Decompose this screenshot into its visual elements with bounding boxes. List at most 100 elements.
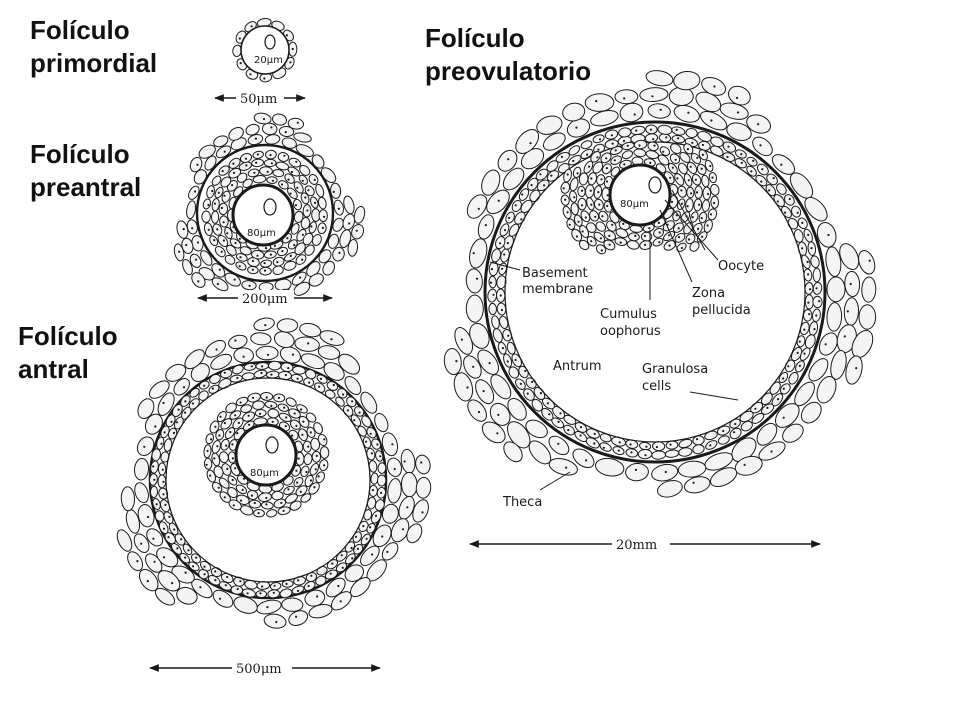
cell-nucleus	[364, 440, 368, 443]
cell-nucleus	[623, 97, 626, 100]
cell-nucleus	[598, 203, 601, 206]
cumulus-cell	[693, 198, 703, 212]
cell	[511, 199, 522, 213]
cell	[284, 173, 295, 184]
cell-nucleus	[622, 222, 625, 225]
theca-cell	[228, 126, 244, 141]
cell-nucleus	[687, 238, 691, 241]
cell-nucleus	[593, 432, 596, 435]
cell-nucleus	[585, 459, 588, 462]
cell-nucleus	[668, 234, 671, 237]
theca-cell	[700, 111, 728, 131]
theca-cell	[386, 457, 402, 478]
cell-nucleus	[191, 227, 194, 230]
cell	[157, 474, 167, 489]
title-preovulatory-line1: Folículo	[425, 23, 525, 53]
cell	[251, 158, 265, 168]
cell-nucleus	[782, 387, 785, 390]
cell	[221, 190, 231, 203]
cell	[228, 157, 241, 169]
cell-nucleus	[353, 419, 356, 422]
theca-cell	[182, 259, 193, 276]
cell-nucleus	[370, 452, 373, 455]
theca-cell	[189, 156, 203, 173]
cell-nucleus	[251, 268, 254, 271]
cell-nucleus	[269, 153, 272, 157]
theca-cell	[826, 276, 846, 303]
cell	[154, 510, 165, 522]
cell-nucleus	[307, 584, 310, 588]
leader-lines	[489, 189, 739, 491]
cell-nucleus	[644, 454, 647, 457]
cell-nucleus	[658, 241, 661, 244]
cell	[487, 288, 498, 303]
cell-nucleus	[575, 235, 579, 238]
cell-nucleus	[187, 549, 190, 552]
cell-nucleus	[590, 177, 593, 180]
primordial-oocyte	[240, 25, 290, 75]
cell	[685, 127, 698, 139]
cell-nucleus	[846, 310, 849, 313]
cell-nucleus	[304, 196, 307, 199]
theca-cell	[625, 462, 649, 482]
cumulus-cell	[313, 422, 323, 435]
theca-cell	[481, 421, 506, 444]
cumulus-cell	[689, 241, 700, 252]
theca-cell	[353, 205, 366, 224]
cell-nucleus	[339, 600, 342, 603]
cell	[292, 198, 303, 211]
cell	[491, 248, 502, 263]
cell-nucleus	[216, 445, 219, 448]
cell	[171, 403, 183, 418]
cell-nucleus	[296, 377, 299, 380]
cell-nucleus	[251, 396, 255, 399]
cell-nucleus	[477, 410, 481, 414]
cumulus-cell	[289, 500, 302, 511]
cell-nucleus	[815, 287, 818, 290]
cell-nucleus	[182, 228, 185, 231]
cell	[278, 180, 289, 190]
preovulatory-follicle-size: 20mm	[616, 538, 657, 553]
cell-nucleus	[299, 490, 302, 493]
cell-nucleus	[238, 237, 241, 240]
cell-nucleus	[788, 197, 791, 201]
cell-nucleus	[588, 165, 591, 168]
antral-antrum-edge	[165, 377, 371, 583]
cell-nucleus	[507, 334, 510, 337]
cell-nucleus	[606, 204, 609, 208]
primordial-oocyte-size: 20μm	[254, 55, 283, 66]
theca-cell	[542, 132, 566, 151]
cell-nucleus	[231, 184, 234, 187]
theca-cell	[212, 589, 234, 608]
cell-nucleus	[595, 100, 598, 103]
cumulus-cell	[319, 446, 330, 459]
cumulus-cell	[252, 400, 265, 410]
cell	[218, 202, 229, 216]
theca-cell	[454, 326, 474, 355]
cumulus-cell	[694, 185, 703, 199]
cell-nucleus	[196, 163, 199, 166]
cell-nucleus	[579, 426, 583, 429]
cell	[508, 366, 520, 379]
cell	[804, 334, 816, 349]
cell	[802, 309, 813, 322]
cell-nucleus	[590, 240, 593, 243]
title-primordial-line2: primordial	[30, 48, 158, 78]
cell-nucleus	[630, 451, 633, 454]
theca-cell	[673, 70, 701, 91]
cell-nucleus	[293, 412, 296, 415]
cell-nucleus	[231, 457, 234, 460]
preantral-oocyte-size: 80μm	[247, 228, 276, 239]
cell-nucleus	[475, 277, 479, 280]
antral-theca-cells	[116, 317, 432, 629]
preovulatory-nucleus	[648, 176, 662, 194]
cell-nucleus	[709, 213, 713, 216]
cell	[812, 295, 823, 309]
primordial-follicle: 20μm 50μm	[214, 17, 306, 107]
cell	[163, 511, 174, 525]
preantral-follicle-size: 200μm	[242, 292, 288, 307]
cell-nucleus	[824, 343, 827, 346]
cell-nucleus	[323, 464, 326, 467]
preovulatory-granulosa-cells	[487, 124, 823, 460]
cell-nucleus	[225, 444, 228, 447]
